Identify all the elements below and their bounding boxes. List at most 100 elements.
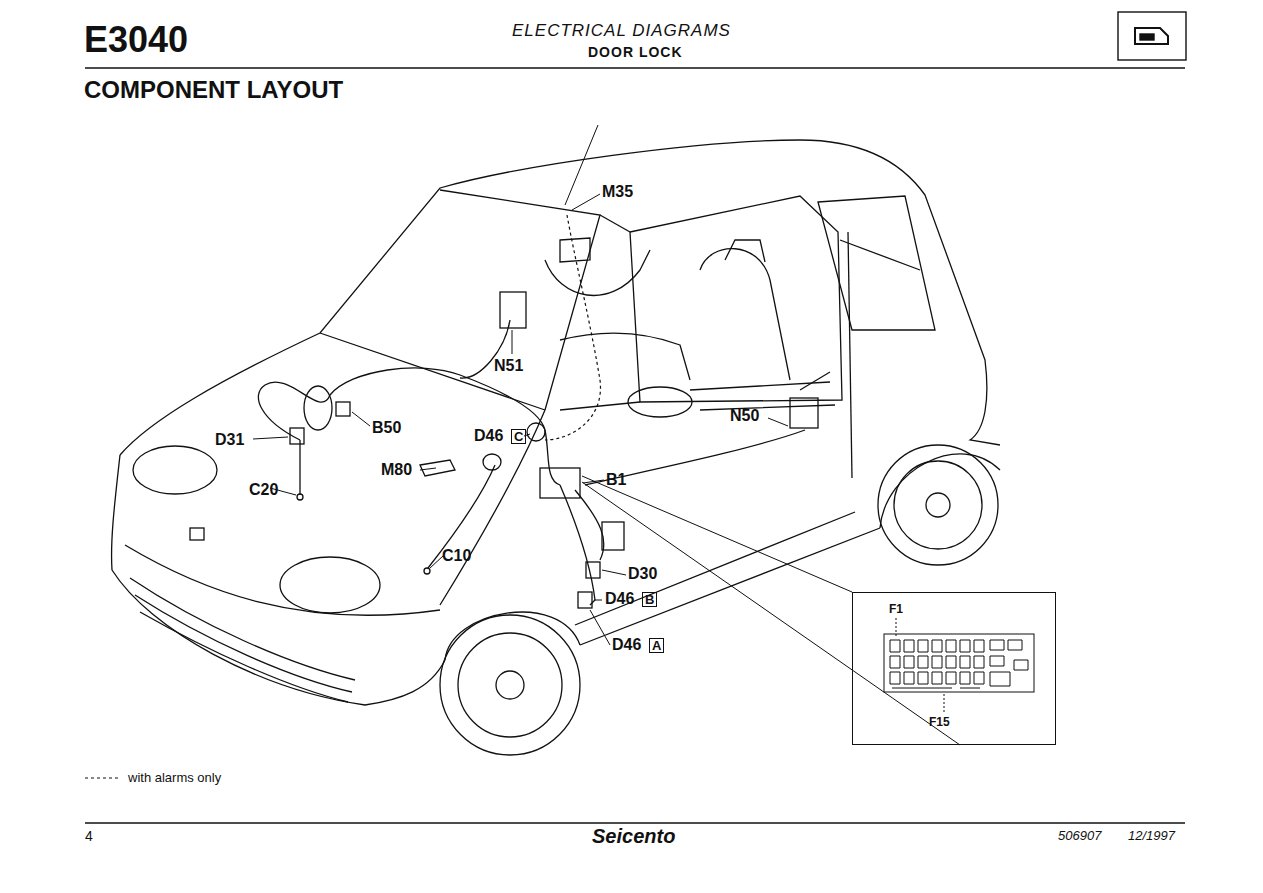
car-body-part (926, 493, 950, 517)
legend-line-sample-part (85, 778, 120, 779)
rules (85, 12, 1186, 823)
fuse-box-part (944, 694, 945, 712)
fuse-box-part (890, 656, 1028, 670)
callout-letter: B (642, 592, 657, 607)
car-body-part (630, 196, 842, 402)
car-body-part (818, 196, 935, 330)
doc-date: 12/1997 (1128, 829, 1175, 842)
leader-lines-part (352, 412, 370, 426)
callout-label: D30 (628, 566, 657, 582)
wiring-part (500, 292, 526, 328)
car-body-part (580, 528, 880, 645)
wiring-part (527, 423, 545, 441)
page-code: E3040 (84, 22, 188, 58)
wiring-part (258, 368, 560, 485)
fuse-box-part (890, 672, 1010, 686)
callout-letter: C (511, 429, 526, 444)
car-body-part (440, 615, 580, 755)
callout-label: D46 (612, 637, 641, 653)
fuse-label: F1 (889, 603, 903, 615)
callout-letter: A (649, 638, 664, 653)
callout-label: C10 (442, 548, 471, 564)
car-body-part (725, 240, 765, 262)
fuse-box-part (896, 618, 897, 638)
leader-lines-part (602, 570, 626, 575)
car-body (112, 140, 1000, 755)
rules-part (1135, 28, 1168, 44)
car-body-part (496, 671, 524, 699)
wiring-part (560, 485, 595, 605)
rules-part (1140, 34, 1154, 40)
car-body-part (135, 595, 352, 692)
leader-lines-part (768, 418, 788, 426)
wiring (258, 292, 818, 608)
fuse-box-part (892, 688, 980, 689)
car-body-part (133, 446, 217, 494)
legend-text: with alarms only (128, 771, 221, 784)
wiring-part (336, 402, 350, 416)
callout-label: C20 (249, 482, 278, 498)
leader-lines-part (253, 437, 288, 439)
wiring-part (299, 440, 300, 495)
fuse-box (884, 618, 1034, 712)
model-name: Seicento (592, 826, 675, 846)
car-body-part (894, 461, 982, 549)
alarm-wiring-part (545, 215, 600, 440)
wiring-part (420, 460, 455, 476)
leader-lines-part (582, 476, 852, 592)
leader-lines-part (590, 610, 610, 645)
car-body-part (545, 250, 650, 295)
callout-label: M80 (381, 462, 412, 478)
wiring-part (602, 522, 624, 550)
callout-label: B1 (606, 472, 626, 488)
callout-label: D46 (474, 428, 503, 444)
wiring-part (540, 468, 580, 498)
callout-label: D31 (215, 432, 244, 448)
header-text: ELECTRICAL DIAGRAMS (512, 22, 731, 39)
alarm-wiring (545, 215, 600, 440)
fuse-box-part (890, 640, 1022, 652)
callout-label: N51 (494, 358, 523, 374)
leader-lines-part (512, 330, 513, 354)
car-body-part (840, 240, 920, 270)
car-body-part (800, 372, 830, 390)
fuse-label: F15 (929, 716, 950, 728)
wiring-part (424, 568, 430, 574)
car-body-part (458, 633, 562, 737)
doc-number: 506907 (1058, 829, 1101, 842)
car-body-part (560, 333, 690, 380)
car-body-part (690, 382, 835, 410)
leader-lines-part (572, 194, 600, 210)
leader-lines-part (420, 468, 436, 470)
page-number: 4 (85, 829, 93, 843)
callout-label: B50 (372, 420, 401, 436)
car-body-part (600, 215, 630, 232)
car-body-part (878, 445, 998, 565)
wiring-part (304, 386, 332, 430)
header-text: DOOR LOCK (588, 45, 683, 59)
callout-label: N50 (730, 408, 759, 424)
fuse-box-part (884, 634, 1034, 692)
car-body-part (628, 387, 692, 417)
wiring-part (578, 592, 592, 608)
car-body-part (575, 512, 855, 625)
wiring-part (297, 494, 303, 500)
wiring-part (483, 454, 501, 470)
car-body-part (190, 528, 204, 540)
wiring-part (790, 398, 818, 428)
car-body-part (125, 545, 440, 615)
car-body-part (848, 232, 852, 478)
fuse-box-inset: F1F15 (852, 592, 1056, 745)
car-body-part (440, 410, 545, 605)
leader-lines-part (430, 556, 443, 568)
rules-part (85, 67, 1185, 68)
rules-part (1118, 12, 1186, 60)
car-body-part (700, 249, 790, 380)
section-heading: COMPONENT LAYOUT (84, 78, 343, 102)
car-body-part (140, 612, 348, 702)
wiring-part (428, 465, 495, 568)
leader-lines-part (582, 482, 960, 745)
wiring-part (575, 490, 604, 560)
wiring-part (586, 562, 600, 578)
